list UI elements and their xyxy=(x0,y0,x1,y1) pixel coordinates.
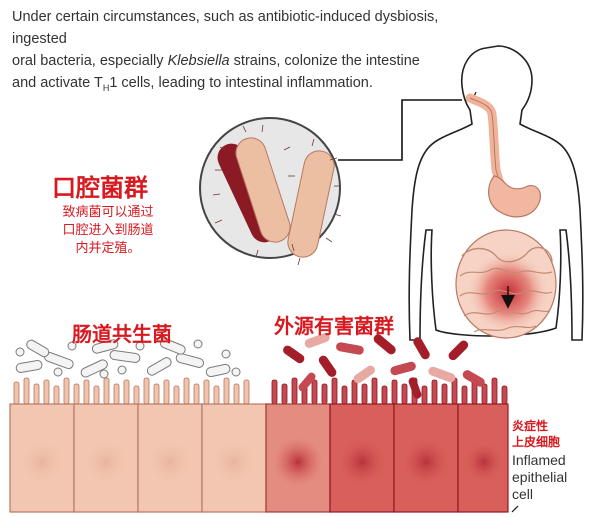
harmful-bacteria xyxy=(283,333,485,399)
light-rod-bacterium-2 xyxy=(287,150,335,258)
caption-line-3-a: and activate T xyxy=(12,75,103,91)
stomach xyxy=(488,175,541,218)
caption-subscript: H xyxy=(102,82,110,93)
caption-line-1: Under certain circumstances, such as ant… xyxy=(12,9,439,47)
intestines xyxy=(455,229,557,339)
caption-line-3: and activate TH1 cells, leading to intes… xyxy=(12,72,452,99)
oral-desc-line-3: 内并定殖。 xyxy=(75,241,141,256)
caption-line-2: oral bacteria, especially Klebsiella str… xyxy=(12,50,452,72)
caption-line-2-a: oral bacteria, especially xyxy=(12,53,168,69)
magnified-bacteria-circle xyxy=(199,117,342,266)
epithelium xyxy=(9,377,509,513)
exogenous-label: 外源有害菌群 xyxy=(274,314,394,338)
esophagus-outline xyxy=(469,97,501,185)
light-rod-bacterium-1 xyxy=(235,137,291,243)
villi-healthy xyxy=(13,377,250,405)
commensal-label: 肠道共生菌 xyxy=(72,322,172,346)
commensal-bacteria xyxy=(15,338,241,379)
oral-microbiota-title: 口腔菌群 xyxy=(52,174,148,202)
oral-desc-line-1: 致病菌可以通过 xyxy=(62,205,154,220)
caption-line-3-b: 1 cells, leading to intestinal inflammat… xyxy=(109,75,373,91)
oral-desc-line-2: 口腔进入到肠道 xyxy=(62,223,154,238)
inflamed-cn-label: 炎症性 上皮细胞 xyxy=(512,418,560,450)
inflamed-en-line-3: cell xyxy=(512,486,534,502)
inflamed-cn-line-1: 炎症性 xyxy=(512,419,549,433)
inflamed-en-line-1: Inflamed xyxy=(512,452,566,468)
inflamed-pointer xyxy=(511,505,519,513)
epithelial-cells xyxy=(9,403,509,513)
caption-line-2-b: strains, colonize the intestine xyxy=(229,53,420,69)
oral-microbiota-desc: 致病菌可以通过 口腔进入到肠道 内并定殖。 xyxy=(48,204,168,258)
inflamed-en-label: Inflamed epithelial cell xyxy=(512,452,567,503)
caption: Under certain circumstances, such as ant… xyxy=(12,6,452,99)
inflamed-cn-line-2: 上皮细胞 xyxy=(512,435,561,449)
connector-line xyxy=(338,99,462,161)
caption-species: Klebsiella xyxy=(167,53,230,69)
inflamed-en-line-2: epithelial xyxy=(512,469,568,485)
